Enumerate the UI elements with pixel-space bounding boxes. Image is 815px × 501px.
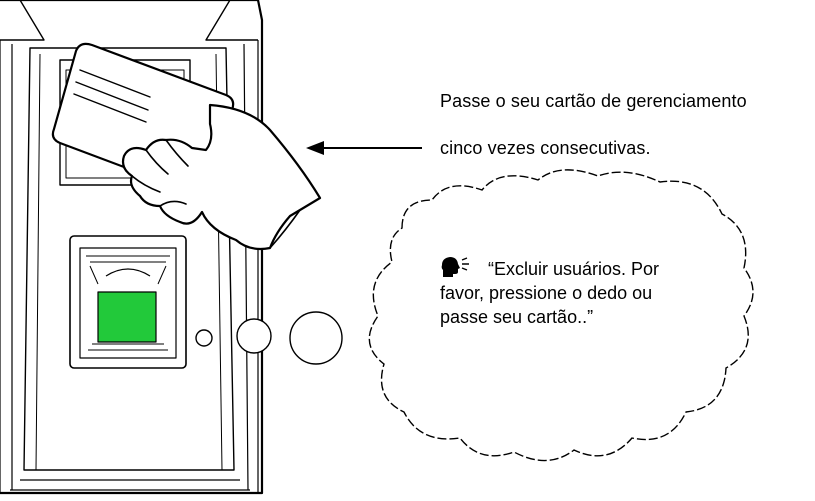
speech-line-1: “Excluir usuários. Por bbox=[440, 256, 720, 281]
card-stripe-lines bbox=[73, 69, 151, 123]
device-inner-frame bbox=[0, 0, 258, 41]
arrow-head bbox=[306, 141, 324, 155]
thought-circle-small bbox=[195, 329, 213, 347]
sleeve-cuff bbox=[269, 209, 301, 249]
fingerprint-module-guides bbox=[86, 255, 170, 351]
speech-line-3: passe seu cartão..” bbox=[440, 307, 594, 327]
fingerprint-sensor bbox=[97, 291, 157, 343]
speaking-head-icon bbox=[441, 257, 469, 277]
hand-finger-lines bbox=[131, 139, 189, 207]
fingerprint-module bbox=[69, 235, 187, 369]
instruction-line-2: cinco vezes consecutivas. bbox=[440, 138, 651, 158]
fingerprint-module-inner bbox=[79, 247, 177, 359]
fingerprint-module-arc bbox=[105, 268, 151, 277]
thought-trail bbox=[195, 311, 343, 365]
thought-circle-large bbox=[289, 311, 343, 365]
device-face-panel bbox=[23, 47, 235, 471]
speech-line-1-text: “Excluir usuários. Por bbox=[488, 259, 660, 279]
instruction-line-1: Passe o seu cartão de gerenciamento bbox=[440, 91, 747, 111]
speech-text: “Excluir usuários. Por favor, pressione … bbox=[440, 256, 720, 329]
device-side-bevel-right bbox=[243, 40, 259, 493]
device-side-bevel-left bbox=[0, 40, 13, 493]
device-outer-body bbox=[0, 0, 264, 495]
device-bottom-edge bbox=[10, 479, 250, 491]
thought-circle-medium bbox=[236, 318, 272, 354]
hand-with-card bbox=[51, 42, 322, 251]
speech-line-2: favor, pressione o dedo ou bbox=[440, 283, 653, 303]
pointer-arrow bbox=[306, 141, 422, 155]
speech-cloud bbox=[368, 169, 754, 462]
